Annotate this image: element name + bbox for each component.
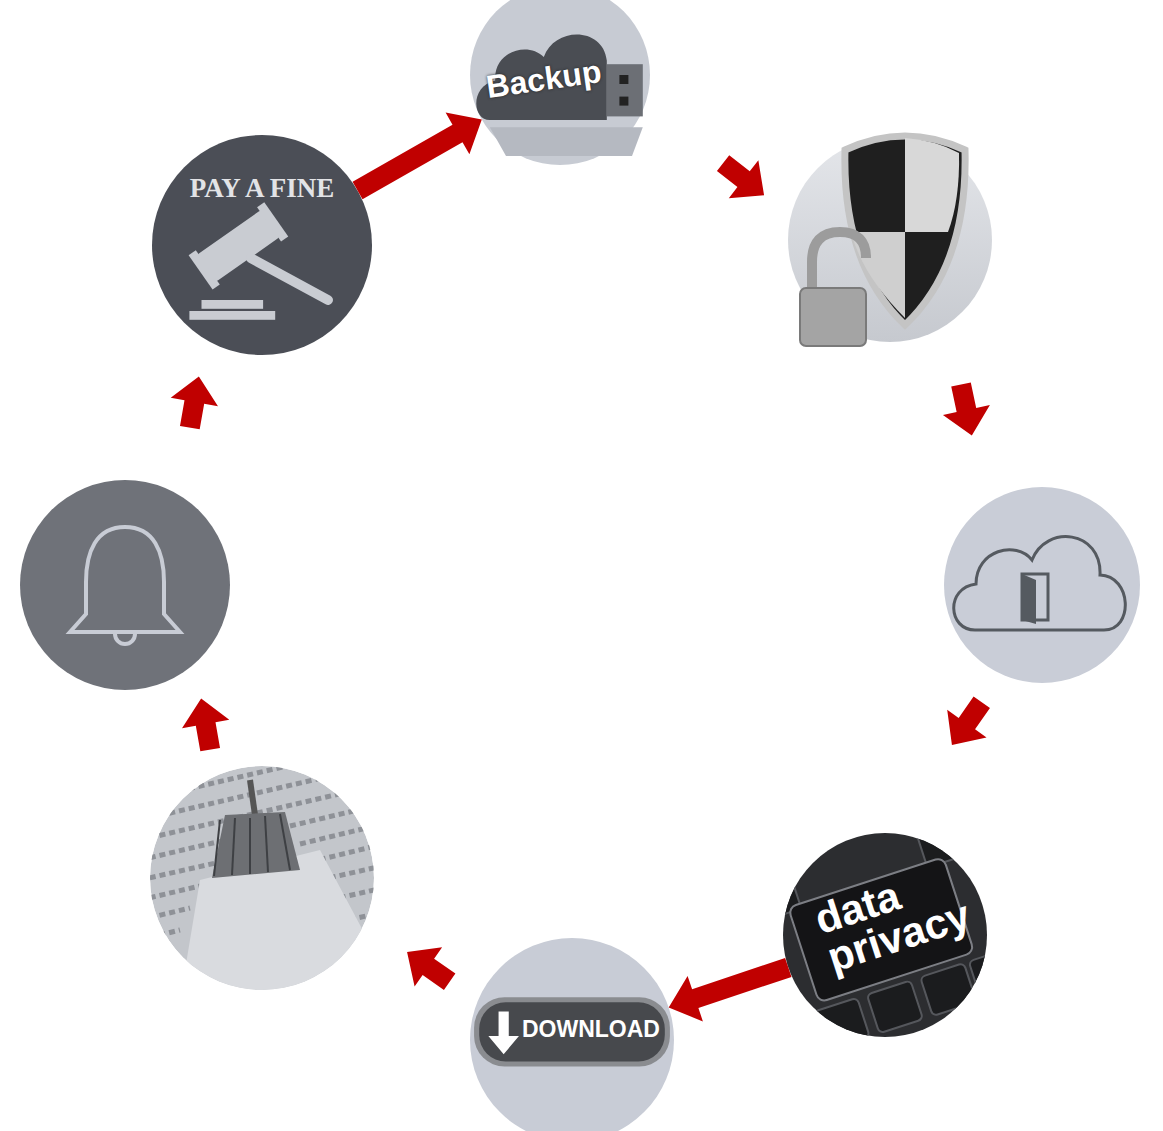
cleanup-circle <box>140 740 400 1000</box>
node-label: DOWNLOAD <box>522 1016 660 1043</box>
backup-circle: Backup <box>470 0 650 165</box>
download-circle: DOWNLOAD <box>470 938 674 1131</box>
notification-circle <box>20 480 230 690</box>
fine-circle: PAY A FINE <box>152 135 372 355</box>
security-circle <box>788 136 992 346</box>
cloud-door-circle <box>944 487 1140 683</box>
cycle-arrow <box>938 380 996 441</box>
flow-arrow <box>353 113 482 200</box>
flow-arrow <box>669 958 792 1021</box>
cycle-arrow <box>178 694 234 754</box>
cycle-arrow <box>393 932 463 1001</box>
node-label: PAY A FINE <box>152 173 372 204</box>
cycle-arrow <box>932 689 1001 759</box>
cycle-arrow <box>166 372 222 432</box>
circle-illustration <box>152 135 372 355</box>
cycle-arrow <box>708 144 779 214</box>
privacy-circle: data privacy <box>783 833 987 1037</box>
